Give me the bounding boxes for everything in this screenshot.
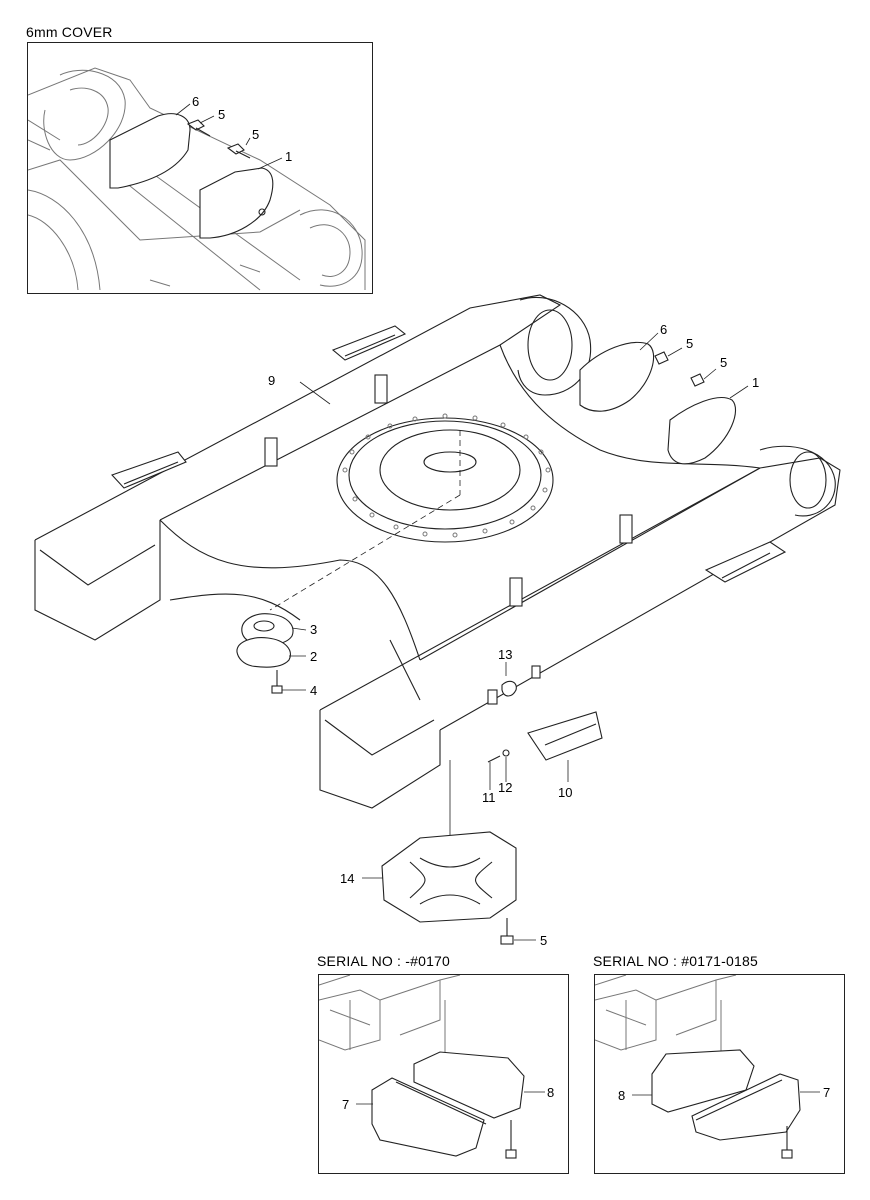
callout-4: 4 (310, 683, 317, 698)
serial-a-callout-8: 8 (547, 1085, 554, 1100)
serial-b-inset-drawing: 8 7 (595, 975, 830, 1159)
cover-callout-1: 1 (285, 149, 292, 164)
callout-5b: 5 (720, 355, 727, 370)
cover-callout-5b: 5 (252, 127, 259, 142)
track-frame-drawing: 9 6 5 5 1 3 2 4 13 10 11 12 14 5 (34, 294, 841, 948)
bearing-bolt-holes (342, 413, 551, 538)
callout-2: 2 (310, 649, 317, 664)
serial-a-inset-title: SERIAL NO : -#0170 (317, 953, 451, 969)
serial-b-callout-8: 8 (618, 1088, 625, 1103)
callout-11: 11 (482, 790, 496, 805)
cover-inset-box (27, 42, 373, 294)
callout-10: 10 (558, 785, 572, 800)
serial-b-inset-title: SERIAL NO : #0171-0185 (593, 953, 758, 969)
callout-5a: 5 (686, 336, 693, 351)
callout-1: 1 (752, 375, 759, 390)
serial-a-inset-drawing: 7 8 (319, 975, 554, 1159)
callout-12: 12 (498, 780, 512, 795)
callout-6: 6 (660, 322, 667, 337)
cover-inset-drawing: 6 5 5 1 (28, 67, 366, 291)
callout-9: 9 (268, 373, 275, 388)
cover-callout-6: 6 (192, 94, 199, 109)
cover-callout-5a: 5 (218, 107, 225, 122)
callout-14: 14 (340, 871, 354, 886)
callout-13: 13 (498, 647, 512, 662)
serial-a-callout-7: 7 (342, 1097, 349, 1112)
cover-inset-title: 6mm COVER (26, 24, 113, 40)
callout-5c: 5 (540, 933, 547, 948)
callout-3: 3 (310, 622, 317, 637)
serial-b-callout-7: 7 (823, 1085, 830, 1100)
